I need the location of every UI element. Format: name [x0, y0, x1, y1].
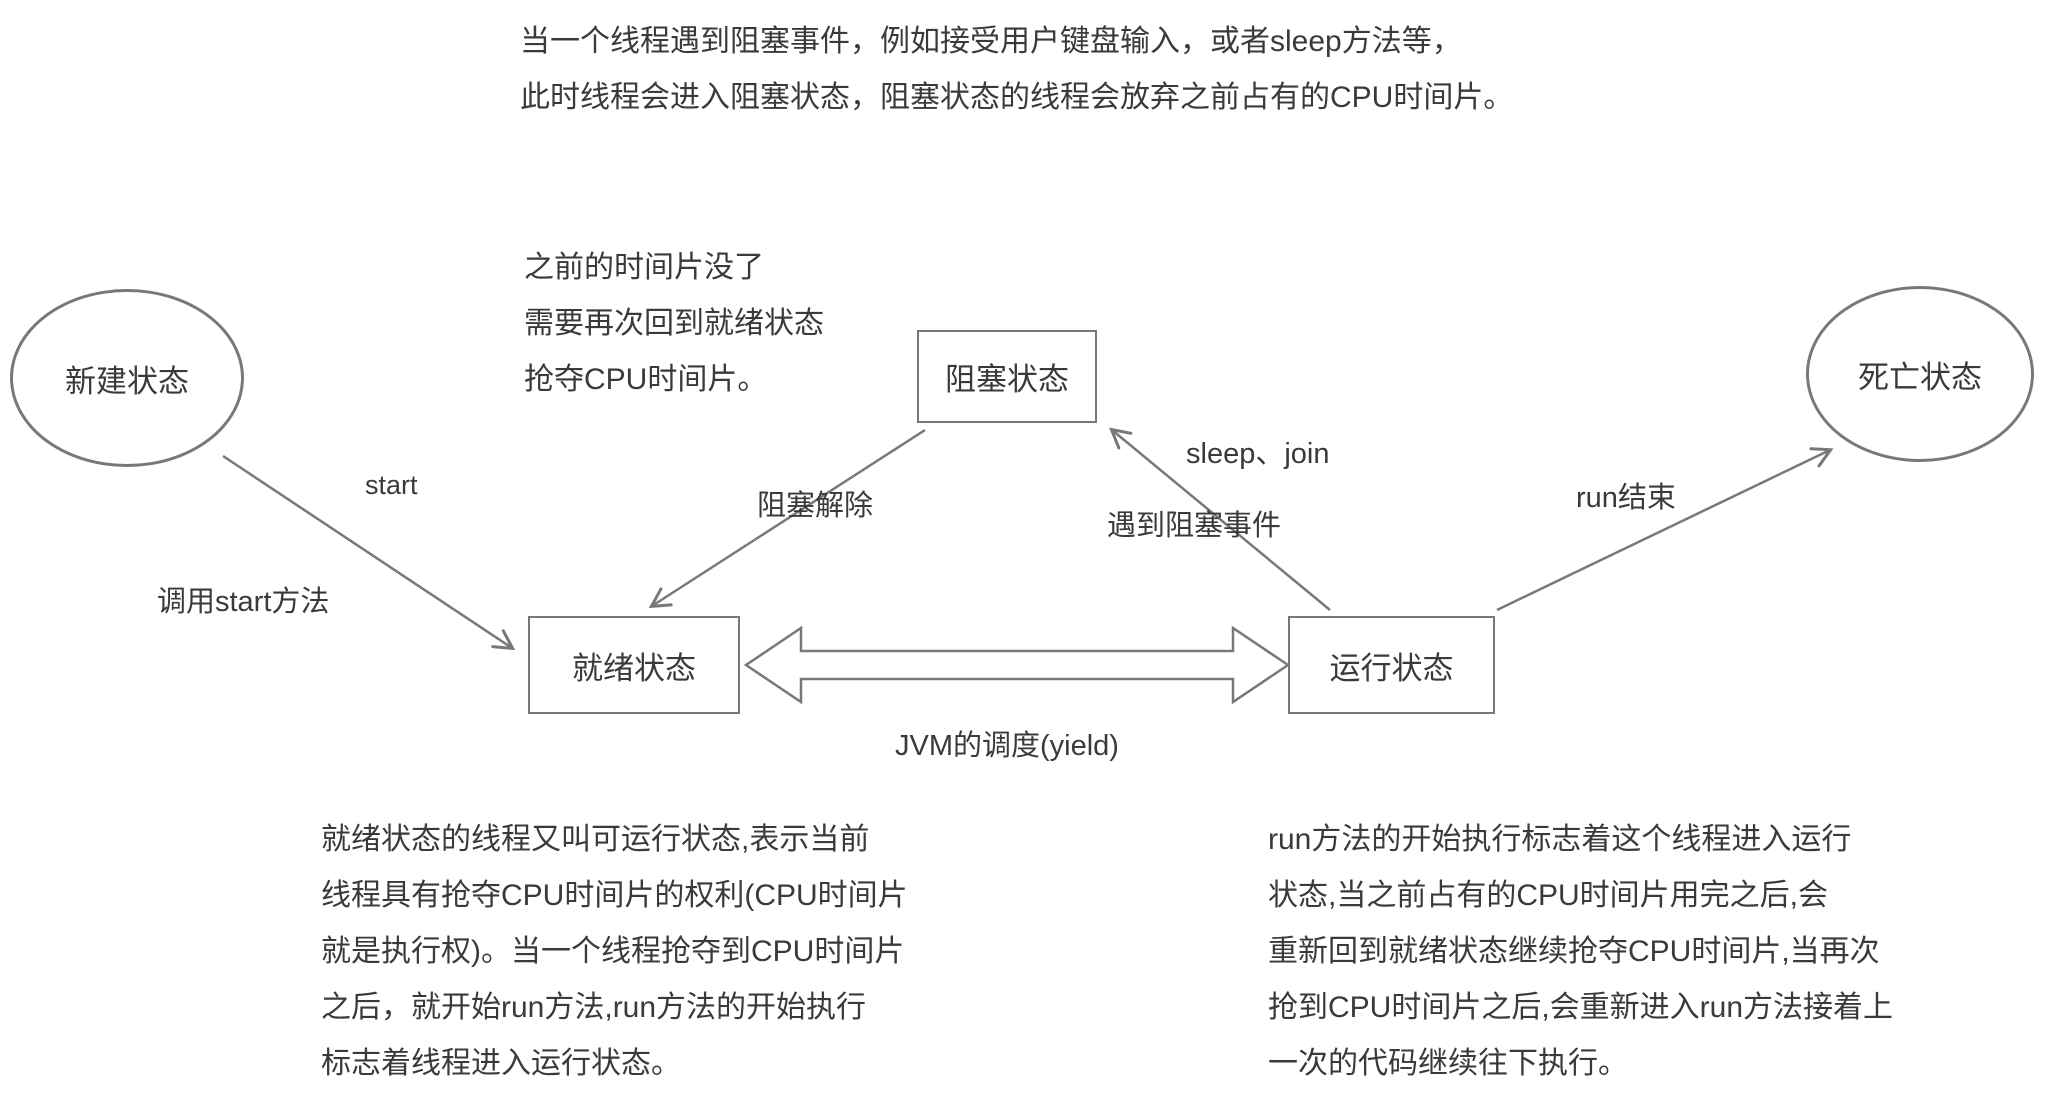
blocked-note-line: 需要再次回到就绪状态	[524, 307, 824, 340]
edge-label-start: start	[365, 470, 418, 500]
edge-label-sleep-join: sleep、join	[1186, 438, 1330, 470]
node-running-state-label: 运行状态	[1329, 650, 1454, 686]
running-note-line: run方法的开始执行标志着这个线程进入运行	[1268, 823, 1852, 856]
ready-note-line: 就是执行权)。当一个线程抢夺到CPU时间片	[321, 935, 905, 968]
blocked-note: 之前的时间片没了 需要再次回到就绪状态 抢夺CPU时间片。	[524, 240, 824, 408]
arrow-running-to-dead	[1496, 447, 1834, 612]
node-dead-state: 死亡状态	[1806, 286, 2034, 462]
arrow-ready-running-double	[743, 625, 1291, 705]
top-note-line: 当一个线程遇到阻塞事件，例如接受用户键盘输入，或者sleep方法等，	[520, 25, 1462, 58]
node-blocked-state-label: 阻塞状态	[945, 362, 1069, 397]
edge-label-block-event: 遇到阻塞事件	[1107, 510, 1282, 542]
top-note: 当一个线程遇到阻塞事件，例如接受用户键盘输入，或者sleep方法等， 此时线程会…	[520, 14, 1513, 126]
node-ready-state: 就绪状态	[528, 616, 740, 714]
ready-note-line: 标志着线程进入运行状态。	[321, 1047, 681, 1080]
edge-label-call-start-method: 调用start方法	[157, 586, 330, 618]
ready-state-note: 就绪状态的线程又叫可运行状态,表示当前 线程具有抢夺CPU时间片的权利(CPU时…	[321, 812, 908, 1092]
running-state-note: run方法的开始执行标志着这个线程进入运行 状态,当之前占有的CPU时间片用完之…	[1268, 812, 1893, 1092]
ready-note-line: 就绪状态的线程又叫可运行状态,表示当前	[321, 823, 870, 856]
edge-label-unblock: 阻塞解除	[757, 490, 874, 522]
arrow-running-to-blocked	[1108, 427, 1331, 611]
running-note-line: 重新回到就绪状态继续抢夺CPU时间片,当再次	[1268, 935, 1880, 968]
node-ready-state-label: 就绪状态	[572, 650, 696, 686]
blocked-note-line: 抢夺CPU时间片。	[524, 363, 768, 396]
ready-note-line: 线程具有抢夺CPU时间片的权利(CPU时间片	[321, 879, 908, 912]
top-note-line: 此时线程会进入阻塞状态，阻塞状态的线程会放弃之前占有的CPU时间片。	[520, 81, 1514, 114]
arrow-new-to-ready	[222, 454, 516, 651]
node-new-state-label: 新建状态	[65, 363, 189, 399]
running-note-line: 一次的代码继续往下执行。	[1268, 1047, 1628, 1080]
node-blocked-state: 阻塞状态	[917, 330, 1097, 423]
edge-label-jvm-schedule: JVM的调度(yield)	[895, 730, 1119, 762]
ready-note-line: 之后，就开始run方法,run方法的开始执行	[321, 991, 867, 1024]
blocked-note-line: 之前的时间片没了	[524, 251, 764, 284]
running-note-line: 状态,当之前占有的CPU时间片用完之后,会	[1268, 879, 1829, 912]
edge-label-run-end: run结束	[1576, 482, 1676, 514]
node-new-state: 新建状态	[10, 289, 244, 467]
node-running-state: 运行状态	[1288, 616, 1495, 714]
node-dead-state-label: 死亡状态	[1858, 359, 1982, 395]
arrow-blocked-to-ready	[648, 428, 926, 609]
running-note-line: 抢到CPU时间片之后,会重新进入run方法接着上	[1268, 991, 1894, 1024]
